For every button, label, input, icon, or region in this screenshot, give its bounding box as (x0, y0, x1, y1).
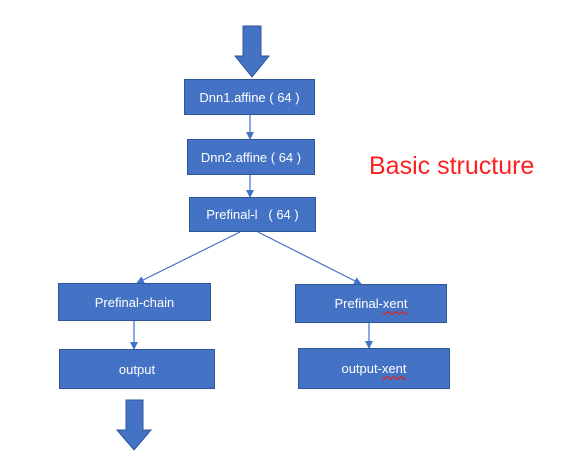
node-dnn1-affine: Dnn1.affine ( 64 ) (184, 79, 315, 115)
node-prefinal-chain-label: Prefinal-chain (94, 294, 175, 310)
node-dnn2-affine: Dnn2.affine ( 64 ) (187, 139, 315, 175)
node-output-xent: output-xent (298, 348, 450, 389)
node-output: output (59, 349, 215, 389)
node-output-label: output (118, 361, 156, 377)
node-dnn1-affine-label: Dnn1.affine ( 64 ) (199, 89, 300, 105)
node-output-xent-label-suffix: xent (381, 361, 407, 376)
node-prefinal-chain: Prefinal-chain (58, 283, 211, 321)
edge-prefinal-l-to-prefinal-xent (257, 231, 362, 285)
diagram-title: Basic structure (369, 152, 535, 180)
node-prefinal-xent-label-prefix: Prefinal- (334, 296, 383, 311)
output-block-arrow (115, 399, 153, 451)
node-output-xent-label-prefix: output- (341, 361, 382, 376)
node-dnn2-affine-label: Dnn2.affine ( 64 ) (200, 149, 302, 165)
edge-prefinal-l-to-prefinal-chain (136, 231, 241, 284)
node-prefinal-l: Prefinal-l ( 64 ) (189, 197, 316, 232)
node-output-xent-label: output-xent (341, 361, 406, 376)
node-prefinal-xent: Prefinal-xent (295, 284, 447, 323)
node-prefinal-xent-label-suffix: xent (382, 296, 408, 311)
node-prefinal-xent-label: Prefinal-xent (335, 296, 408, 311)
node-prefinal-l-label: Prefinal-l ( 64 ) (206, 207, 299, 222)
input-block-arrow (233, 25, 271, 78)
